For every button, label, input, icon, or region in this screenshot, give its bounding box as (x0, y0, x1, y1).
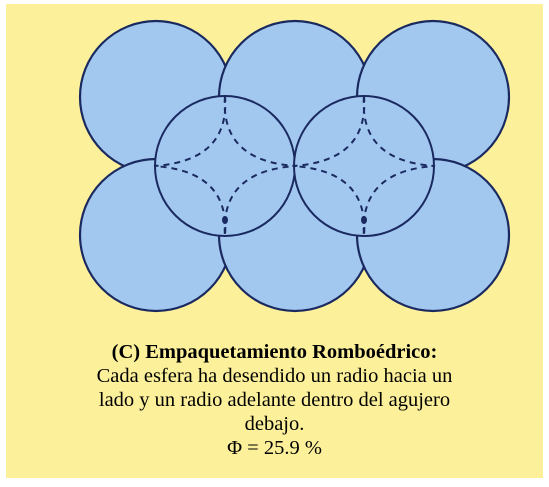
caption-title: (C) Empaquetamiento Romboédrico: (111, 341, 438, 363)
porosity-value: Φ = 25.9 % (227, 437, 322, 459)
caption-line-1: Cada esfera ha desendido un radio hacia … (96, 365, 453, 387)
figure-caption: (C) Empaquetamiento Romboédrico: Cada es… (6, 340, 543, 460)
packing-diagram (78, 19, 511, 313)
caption-line-2: lado y un radio adelante dentro del aguj… (98, 389, 451, 411)
sphere-upper-layer-right (293, 95, 435, 237)
caption-line-3: debajo. (244, 413, 305, 435)
contact-point-left (222, 216, 228, 224)
figure-panel: (C) Empaquetamiento Romboédrico: Cada es… (6, 4, 543, 478)
contact-point-right (361, 216, 367, 224)
sphere-upper-layer-left (154, 95, 296, 237)
